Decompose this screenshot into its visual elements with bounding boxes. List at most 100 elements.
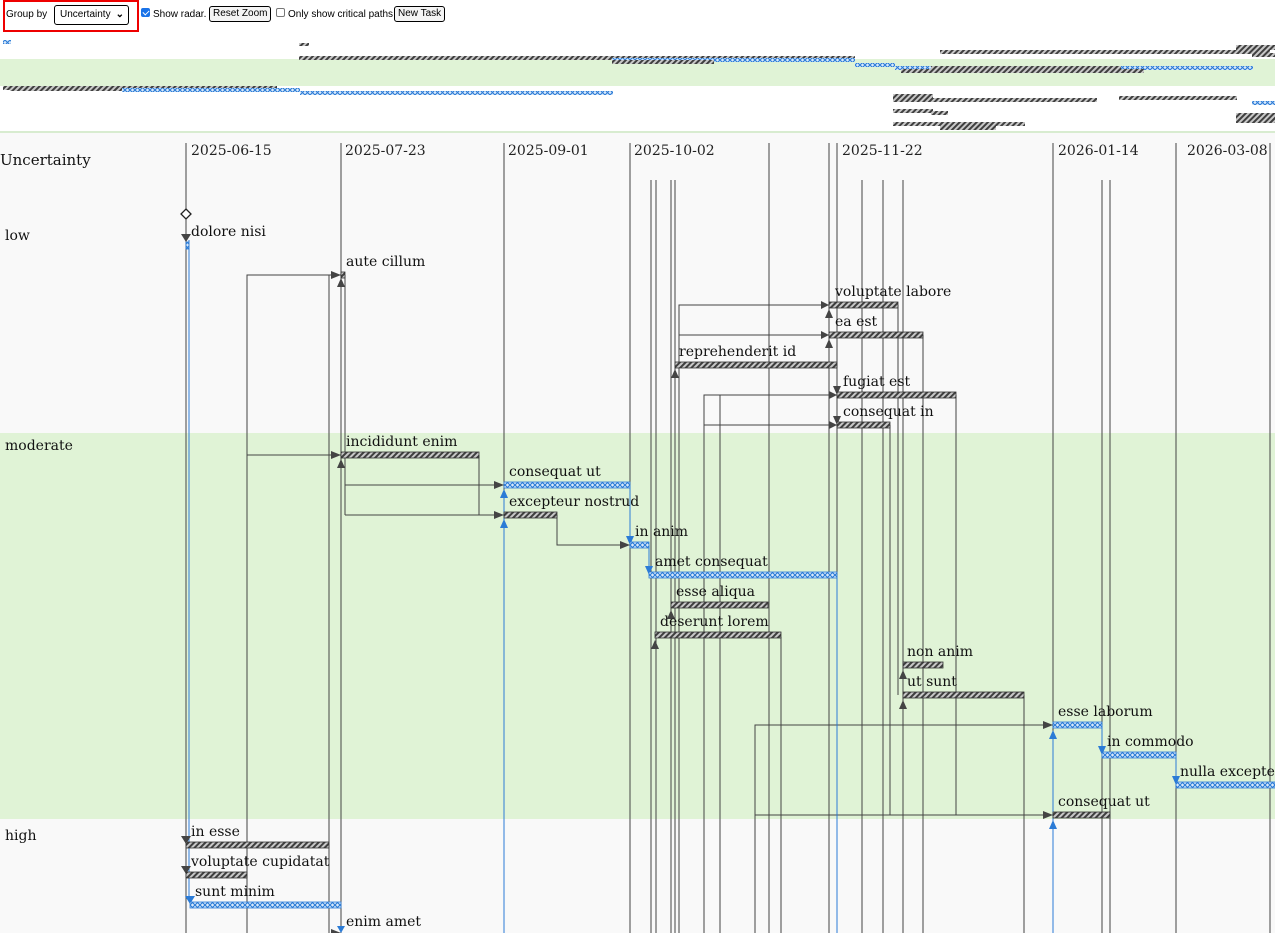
group-band-low	[0, 133, 1275, 433]
radar-bar	[3, 40, 11, 44]
milestone-diamond-icon[interactable]	[180, 208, 192, 220]
task-label: voluptate cupidatat	[190, 854, 330, 870]
task-bar[interactable]	[654, 631, 782, 639]
task-bar[interactable]	[185, 241, 190, 250]
arrow-icon	[1049, 730, 1057, 739]
task-bar[interactable]	[1052, 811, 1111, 819]
task-bar[interactable]	[836, 421, 891, 429]
radar-bar	[893, 98, 1097, 102]
arrow-icon	[337, 459, 345, 468]
task-bar-critical[interactable]	[629, 541, 650, 549]
task-bar[interactable]	[185, 871, 248, 879]
radar-bar	[1236, 45, 1275, 50]
task-label: sunt minim	[195, 884, 275, 900]
toolbar: Group by Uncertainty ⌄ Show radar. Reset…	[0, 0, 1275, 32]
task-label: excepteur nostrud	[509, 494, 639, 510]
task-label: in esse	[191, 824, 240, 840]
task-bar-critical[interactable]	[648, 571, 838, 579]
date-label: 2025-07-23	[345, 143, 426, 159]
arrow-icon	[626, 536, 634, 545]
radar-bar	[893, 109, 933, 113]
reset-zoom-button[interactable]: Reset Zoom	[209, 6, 272, 22]
new-task-button[interactable]: New Task	[394, 6, 446, 22]
task-label: ut sunt	[907, 674, 957, 690]
task-label: esse aliqua	[676, 584, 755, 600]
arrow-icon	[337, 278, 345, 287]
task-bar[interactable]	[670, 601, 769, 609]
task-bars[interactable]	[185, 271, 1275, 909]
arrow-icon	[331, 451, 341, 459]
task-label: dolore nisi	[191, 224, 266, 240]
radar-band-low	[0, 36, 1275, 59]
task-label: ea est	[835, 314, 878, 330]
task-bar[interactable]	[503, 511, 558, 519]
arrow-icon	[185, 896, 195, 904]
arrow-icon	[500, 489, 508, 498]
radar-bar	[1119, 96, 1237, 100]
group-header: Uncertainty	[0, 151, 91, 169]
radar-bar	[299, 56, 855, 60]
task-label: in anim	[635, 524, 688, 540]
task-bar-critical[interactable]	[503, 481, 631, 489]
arrow-icon	[500, 519, 508, 528]
date-label: 2025-10-02	[634, 143, 715, 159]
group-label-high: high	[5, 828, 36, 844]
task-label: nulla excepteur	[1180, 764, 1275, 780]
arrow-icon	[181, 234, 191, 242]
task-bar[interactable]	[902, 661, 944, 669]
arrow-icon	[494, 481, 504, 489]
task-bar[interactable]	[828, 301, 899, 309]
task-label: incididunt enim	[346, 434, 457, 450]
date-label: 2025-11-22	[842, 143, 923, 159]
task-bar[interactable]	[340, 271, 346, 279]
show-radar-checkbox[interactable]	[141, 8, 150, 17]
radar-bar	[299, 43, 309, 46]
task-bar[interactable]	[340, 451, 480, 459]
radar-bar	[940, 125, 996, 130]
radar-band-high	[0, 86, 1275, 132]
task-bar-critical[interactable]	[189, 901, 342, 909]
radar-bar	[1236, 113, 1275, 123]
arrow-icon	[645, 566, 653, 575]
task-label: non anim	[907, 644, 973, 660]
radar-bar	[1252, 53, 1275, 57]
radar-bar	[893, 94, 933, 100]
task-bar[interactable]	[674, 361, 838, 369]
task-bar-critical[interactable]	[1052, 721, 1103, 729]
arrow-icon	[331, 271, 341, 279]
radar-bar	[855, 63, 895, 67]
arrowheads	[181, 234, 1180, 933]
arrow-icon	[331, 929, 341, 933]
task-bar[interactable]	[836, 391, 957, 399]
task-bar[interactable]	[902, 691, 1025, 699]
arrow-icon	[829, 421, 837, 429]
task-label: reprehenderit id	[679, 344, 796, 360]
critical-links	[188, 240, 1177, 933]
arrow-icon	[825, 309, 833, 318]
radar-bar	[122, 88, 300, 92]
arrow-icon	[181, 836, 191, 844]
arrow-icon	[833, 416, 841, 425]
task-label: esse laborum	[1058, 704, 1153, 720]
critical-paths-label: Only show critical paths	[288, 9, 394, 20]
arrow-icon	[821, 301, 829, 309]
radar-overview[interactable]	[0, 36, 1275, 133]
chevron-down-icon: ⌄	[115, 9, 124, 20]
arrow-icon	[337, 926, 345, 933]
arrow-icon	[1049, 820, 1057, 829]
group-by-label: Group by	[6, 9, 48, 20]
date-label: 2026-03-08	[1187, 143, 1268, 159]
task-label: amet consequat	[655, 554, 768, 570]
group-by-select[interactable]: Uncertainty ⌄	[54, 5, 129, 25]
arrow-icon	[671, 369, 679, 378]
dependency-links	[246, 274, 1053, 933]
task-bar-critical[interactable]	[1175, 781, 1275, 789]
task-bar[interactable]	[828, 331, 924, 339]
task-bar[interactable]	[185, 841, 330, 849]
critical-paths-checkbox[interactable]	[276, 8, 285, 17]
task-bar-critical[interactable]	[1101, 751, 1177, 759]
arrow-icon	[899, 700, 907, 709]
date-label: 2025-06-15	[191, 143, 272, 159]
radar-bar	[1252, 101, 1275, 105]
